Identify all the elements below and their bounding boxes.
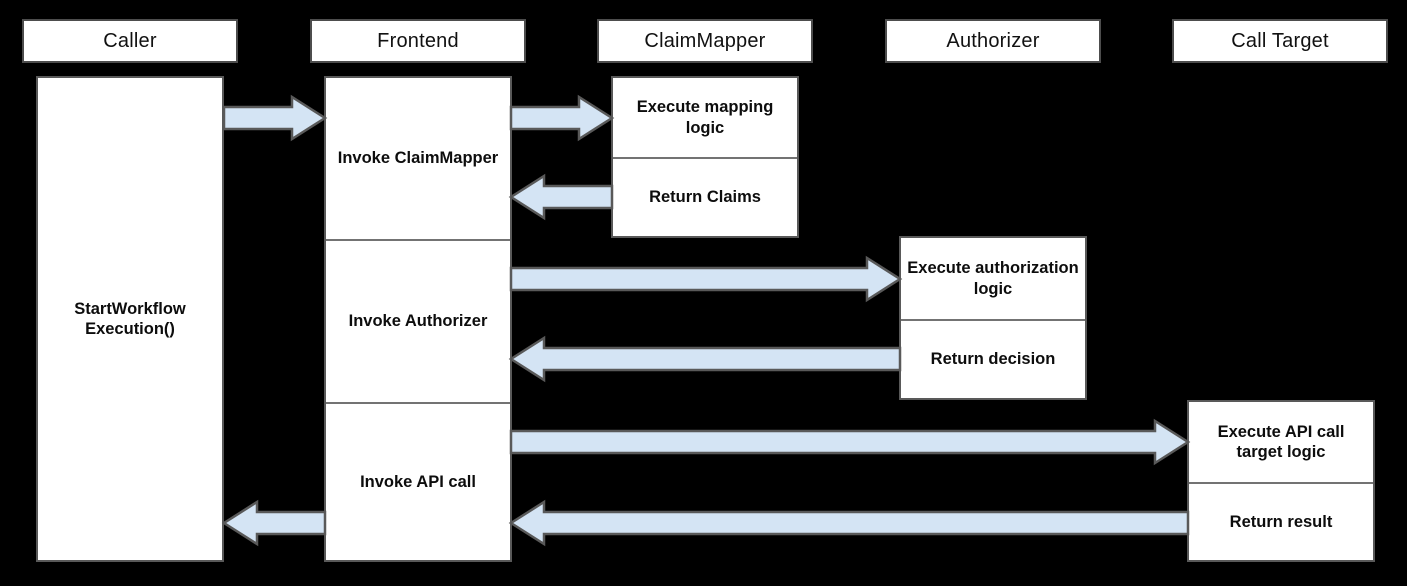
message-arrow-call-target-to-frontend[interactable]	[508, 499, 1190, 547]
activation-segment-invoke-claimmapper: Invoke ClaimMapper	[337, 149, 499, 168]
activation-segment-start-workflow-execution: StartWorkflow Execution()	[74, 299, 186, 338]
lifeline-header-call-target[interactable]: Call Target	[1172, 19, 1388, 63]
lifeline-header-authorizer[interactable]: Authorizer	[885, 19, 1101, 63]
activation-caller[interactable]: StartWorkflow Execution()	[36, 76, 224, 562]
message-arrow-caller-to-frontend[interactable]	[222, 94, 328, 142]
activation-segment-invoke-authorizer: Invoke Authorizer	[326, 239, 510, 402]
lifeline-header-label: Frontend	[377, 29, 459, 52]
lifeline-header-label: Authorizer	[946, 29, 1040, 52]
lifeline-header-frontend[interactable]: Frontend	[310, 19, 526, 63]
message-arrow-frontend-to-claimmapper[interactable]	[509, 94, 615, 142]
activation-frontend[interactable]: Invoke ClaimMapper Invoke Authorizer Inv…	[324, 76, 512, 562]
message-arrow-frontend-to-authorizer[interactable]	[509, 255, 903, 303]
activation-segment-execute-api-call-target-logic: Execute API call target logic	[1217, 422, 1345, 461]
activation-segment-execute-authorization-logic: Execute authorization logic	[907, 259, 1079, 298]
message-arrow-authorizer-to-frontend[interactable]	[508, 335, 902, 383]
lifeline-header-label: ClaimMapper	[644, 29, 766, 52]
message-arrow-claimmapper-to-frontend[interactable]	[508, 173, 614, 221]
message-arrow-frontend-to-call-target[interactable]	[509, 418, 1191, 466]
message-arrow-frontend-to-caller[interactable]	[221, 499, 327, 547]
activation-claimmapper[interactable]: Execute mapping logic Return Claims	[611, 76, 799, 238]
activation-segment-return-result: Return result	[1189, 482, 1373, 560]
activation-segment-execute-mapping-logic: Execute mapping logic	[636, 98, 774, 137]
activation-call-target[interactable]: Execute API call target logic Return res…	[1187, 400, 1375, 562]
lifeline-header-caller[interactable]: Caller	[22, 19, 238, 63]
activation-segment-return-decision: Return decision	[901, 319, 1085, 398]
lifeline-header-label: Call Target	[1231, 29, 1329, 52]
activation-segment-return-claims: Return Claims	[613, 157, 797, 236]
lifeline-header-label: Caller	[103, 29, 157, 52]
activation-segment-invoke-api-call: Invoke API call	[326, 402, 510, 560]
lifeline-header-claimmapper[interactable]: ClaimMapper	[597, 19, 813, 63]
activation-authorizer[interactable]: Execute authorization logic Return decis…	[899, 236, 1087, 400]
